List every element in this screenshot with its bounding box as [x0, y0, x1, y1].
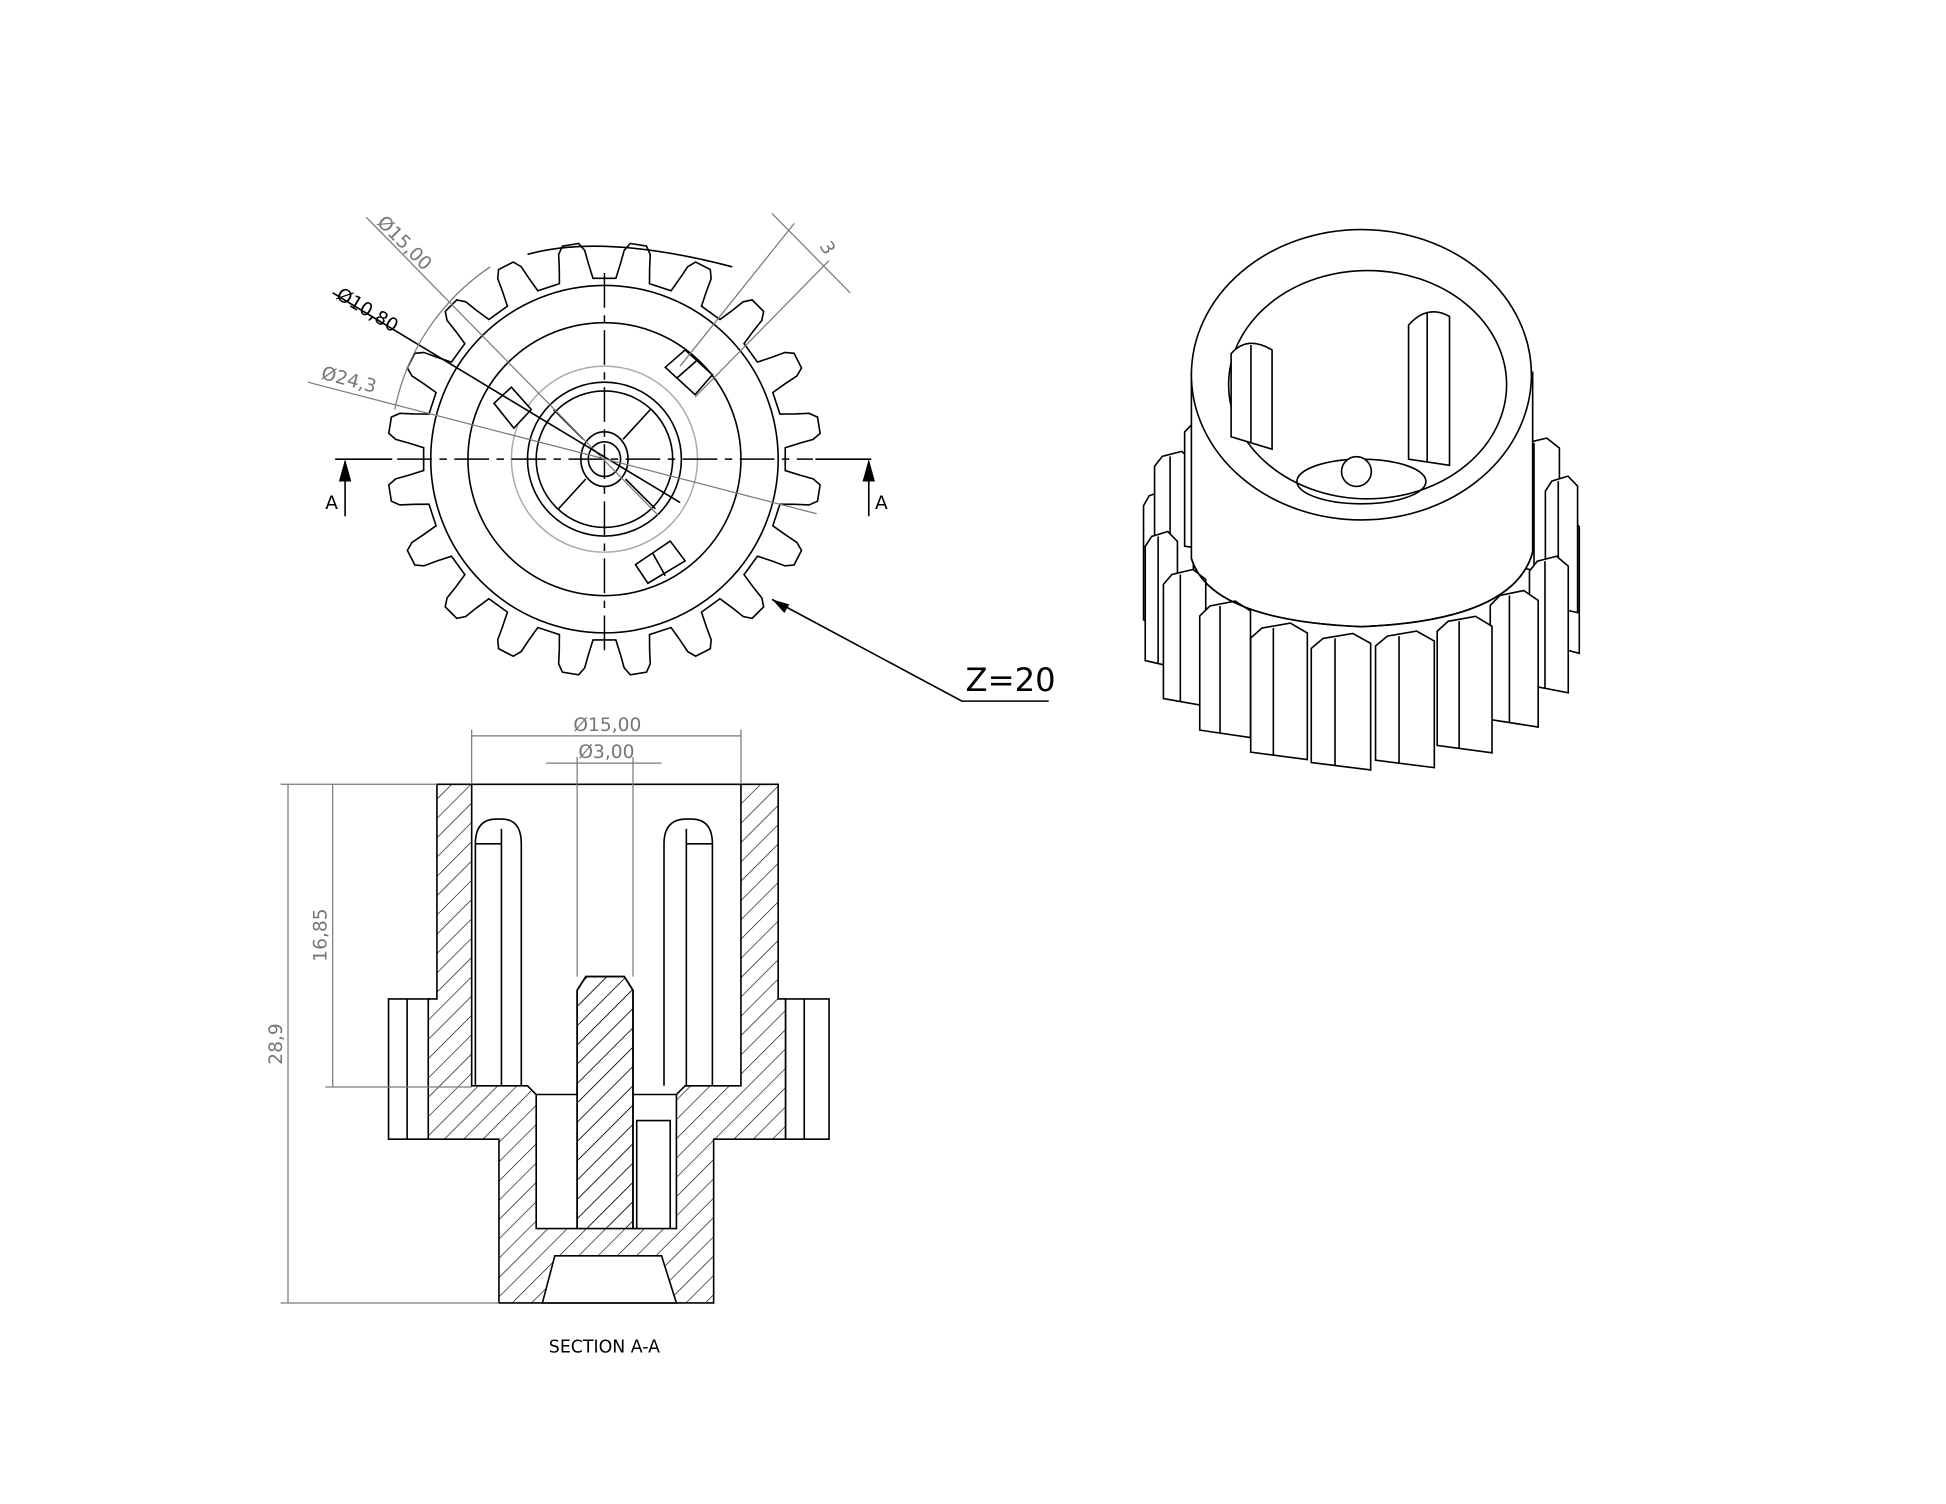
section-caption: SECTION A-A	[549, 1338, 660, 1358]
center-pin	[576, 975, 634, 1230]
dim-outer-leader	[307, 381, 817, 515]
section-view: Ø15,00 Ø3,00 16,85 28,9 SECTION A-A	[266, 715, 830, 1358]
iso-gear-tooth	[1198, 600, 1252, 739]
dim-pin-text: Ø3,00	[578, 742, 634, 763]
dim-width-line	[771, 213, 851, 294]
dim-width-text: 3	[815, 238, 839, 259]
section-label-left: A	[325, 493, 338, 514]
section-label-right: A	[875, 493, 888, 514]
dim-depth-text: 16,85	[310, 908, 331, 961]
dim-pitch-text: Ø15,00	[373, 212, 436, 275]
dim-pitch-leader	[365, 216, 659, 516]
dim-root-text: Ø10,80	[333, 284, 402, 337]
tooth-right	[784, 998, 830, 1140]
bottom-countersink	[541, 1255, 678, 1304]
cut-arc	[527, 245, 733, 268]
iso-gear-tooth	[1249, 622, 1309, 761]
iso-gear-tooth	[1489, 589, 1539, 728]
section-marker-right: A	[815, 458, 888, 517]
teeth-leader	[771, 598, 1049, 702]
iso-center-pin	[1340, 455, 1373, 488]
dim-width-ext-1	[679, 222, 795, 367]
iso-gear-tooth	[1436, 615, 1493, 754]
dim-width-ext-2	[694, 260, 830, 398]
teeth-count-label: Z=20	[966, 661, 1056, 699]
dim-outer-arc	[394, 266, 491, 410]
dim-bore-text: Ø15,00	[573, 715, 641, 736]
iso-gear-tooth	[1374, 630, 1436, 769]
rib-left	[474, 818, 523, 1086]
tooth-left	[387, 998, 430, 1140]
rib-right	[663, 818, 714, 1086]
iso-gear-tooth	[1162, 568, 1207, 707]
iso-gear-tooth	[1310, 632, 1372, 771]
top-view: Ø15,00 Ø10,80 Ø24,3 3 A A Z=20	[307, 212, 1056, 702]
iso-rib-left	[1230, 342, 1273, 451]
section-marker-left: A	[325, 458, 393, 517]
isometric-view	[1142, 228, 1581, 771]
iso-cylinder-bottom	[1190, 551, 1534, 628]
rib-slots	[492, 348, 714, 585]
iso-rib-right	[1407, 311, 1451, 467]
gear-teeth-outline	[387, 242, 821, 676]
dim-root-leader	[332, 292, 681, 504]
dim-height-text: 28,9	[266, 1023, 287, 1064]
